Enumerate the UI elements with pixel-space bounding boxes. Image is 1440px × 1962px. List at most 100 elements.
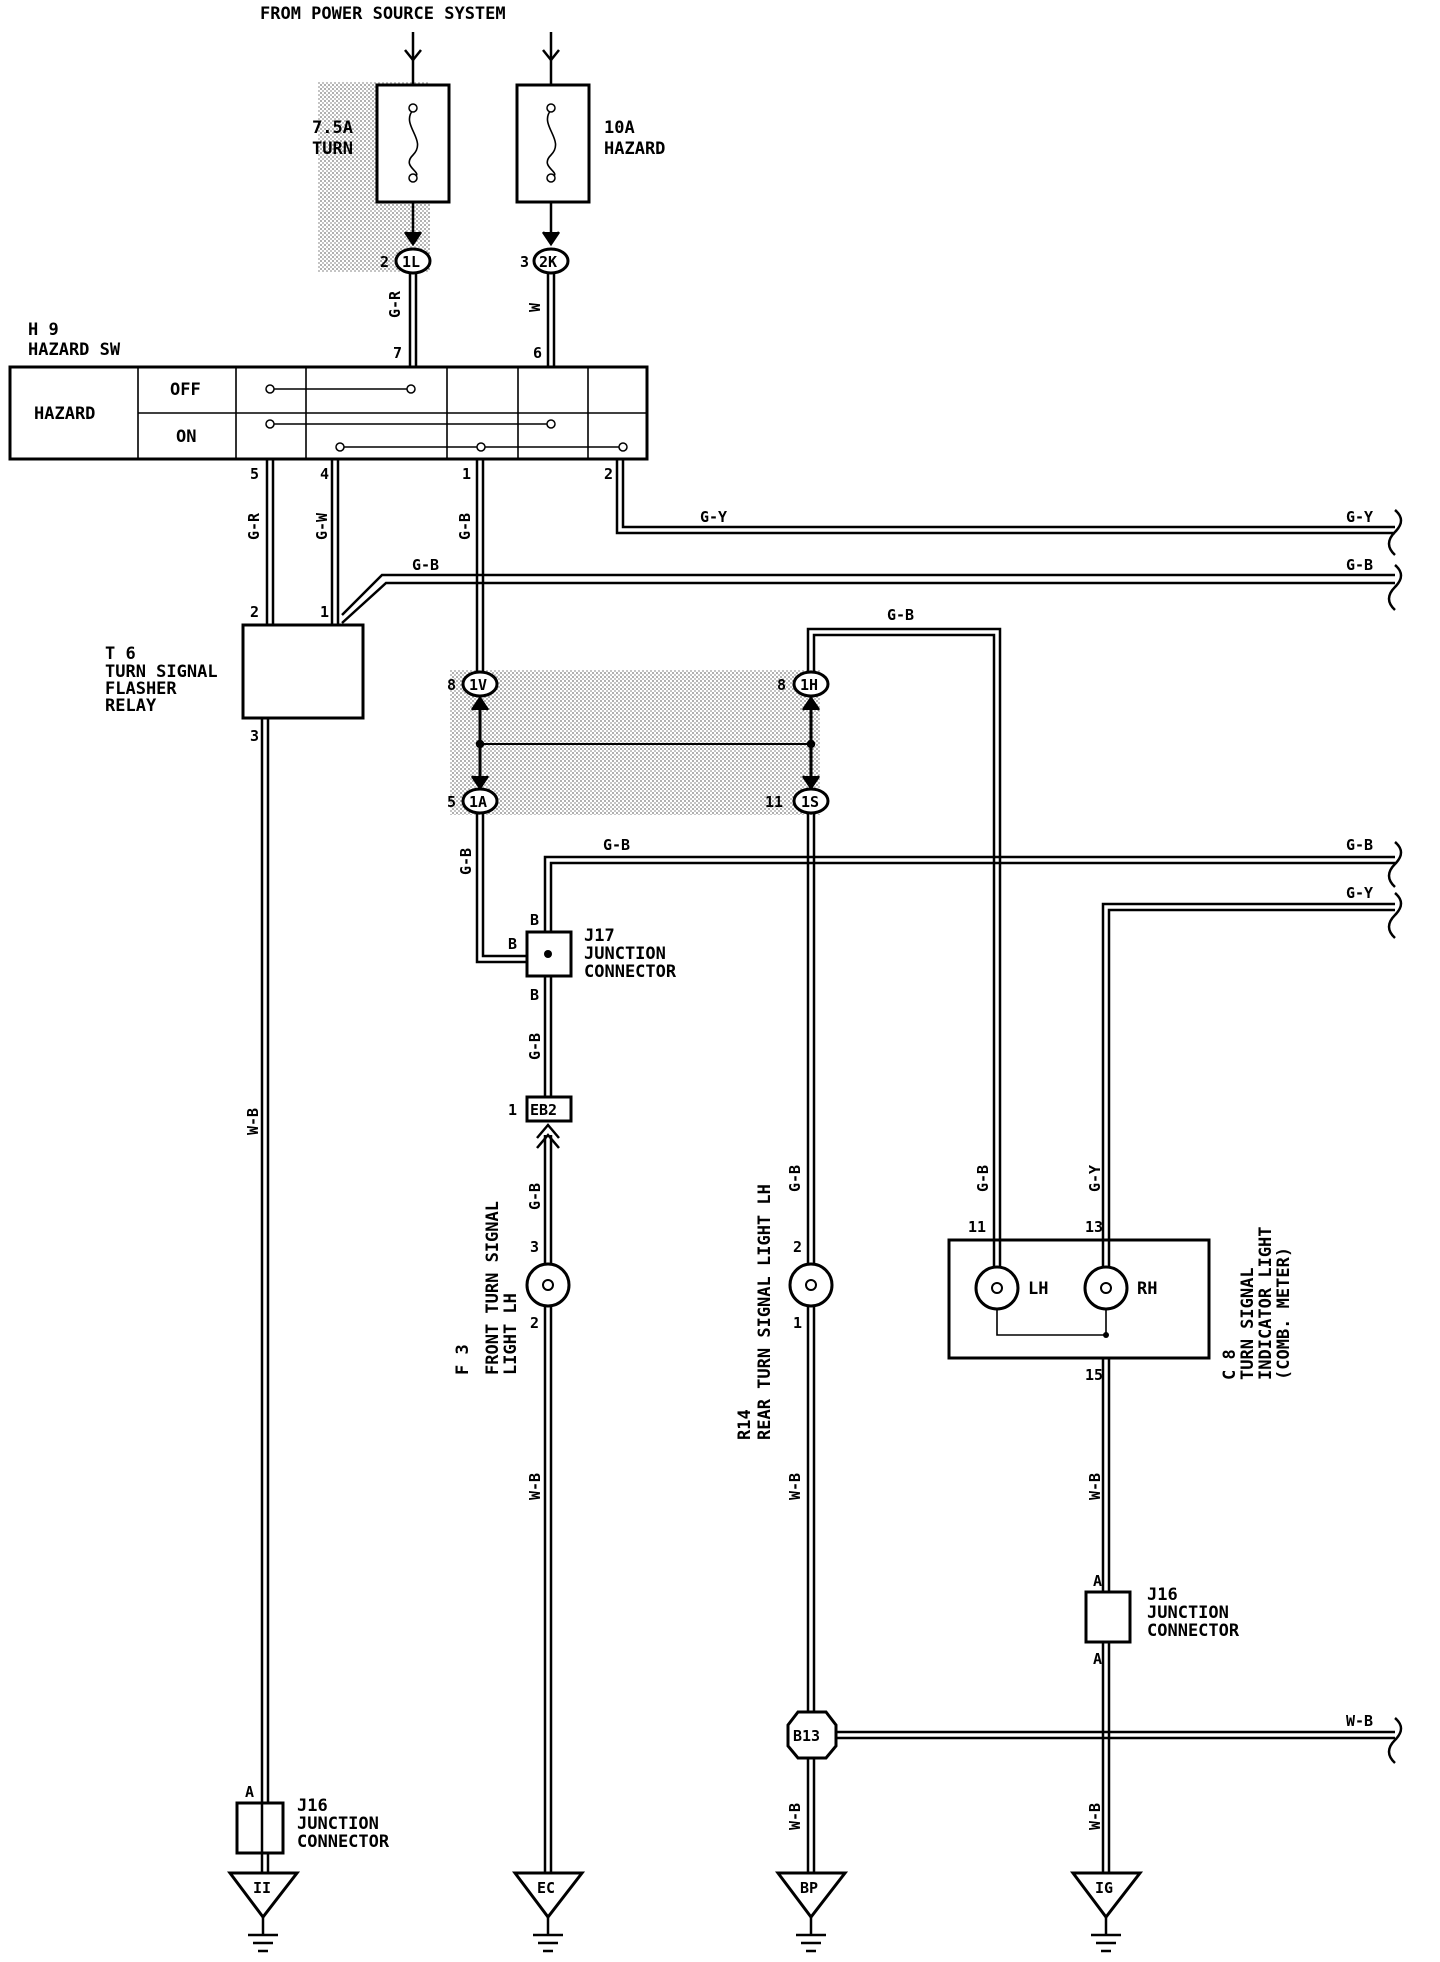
hazard-sw-pin-7: 7 xyxy=(393,344,402,362)
wire-j16l-ground xyxy=(260,1853,270,1873)
connector-1a-id: 1A xyxy=(469,793,487,811)
fuse-hazard: 10A HAZARD xyxy=(515,83,665,204)
connector-1h: 1H 8 xyxy=(777,670,830,698)
j17-pin-left: B xyxy=(508,935,517,953)
wire-w-b-b13-bus xyxy=(836,1717,1403,1764)
j17-line2: CONNECTOR xyxy=(584,962,677,982)
wire-label-g-b-bus: G-B xyxy=(603,836,630,854)
ground-ec: EC xyxy=(512,1871,586,1953)
j16l-id: J16 xyxy=(297,1796,328,1816)
wire-label-g-r-top: G-R xyxy=(386,290,404,318)
wire-g-b-branch xyxy=(341,564,1403,624)
ground-ec-label: EC xyxy=(537,1879,555,1897)
j16l-line2: CONNECTOR xyxy=(297,1832,390,1852)
relay-pin-1: 1 xyxy=(320,603,329,621)
relay-id: T 6 xyxy=(105,644,136,664)
wire-w-b-left xyxy=(260,718,270,1803)
front-light-pin-2: 2 xyxy=(530,1314,539,1332)
hazard-sw-off: OFF xyxy=(170,380,201,400)
rear-light-name: REAR TURN SIGNAL LIGHT LH xyxy=(755,1184,775,1440)
front-light-name-2: LIGHT LH xyxy=(501,1293,521,1375)
connector-2k-pin: 3 xyxy=(520,253,529,271)
wire-label-g-b-front: G-B xyxy=(526,1183,544,1210)
connector-eb2-id: EB2 xyxy=(530,1101,557,1119)
hazard-sw-pin-2: 2 xyxy=(604,465,613,483)
j17-pin-top: B xyxy=(530,911,539,929)
relay-pin-3: 3 xyxy=(250,727,259,745)
front-light-name-1: FRONT TURN SIGNAL xyxy=(483,1201,503,1375)
fuse-turn: 7.5A TURN xyxy=(312,83,451,204)
j16r-pin-top: A xyxy=(1093,1572,1102,1590)
relay-name-3: RELAY xyxy=(105,696,157,716)
fuse-turn-name: TURN xyxy=(312,139,353,159)
c8-pin-15: 15 xyxy=(1085,1366,1103,1384)
connector-2k-id: 2K xyxy=(539,253,557,271)
wire-label-w-b-c8: W-B xyxy=(1086,1473,1104,1500)
hazard-sw-on: ON xyxy=(176,427,196,447)
connector-1s: 1S 11 xyxy=(765,787,830,815)
hazard-sw-name: HAZARD SW xyxy=(28,340,121,360)
hazard-sw-pin-6: 6 xyxy=(533,344,542,362)
j16l-line1: JUNCTION xyxy=(297,1814,379,1834)
junction-j16-left: A J16 JUNCTION CONNECTOR xyxy=(235,1783,390,1855)
j17-line1: JUNCTION xyxy=(584,944,666,964)
wire-label-g-b-branch: G-B xyxy=(412,556,439,574)
j16r-line1: JUNCTION xyxy=(1147,1603,1229,1623)
ground-ii-label: II xyxy=(253,1879,271,1897)
connector-2k: 2K 3 xyxy=(520,247,570,275)
relay-pin-2: 2 xyxy=(250,603,259,621)
wire-g-y-top xyxy=(615,459,1403,556)
wire-label-w-b-rear-low: W-B xyxy=(786,1803,804,1830)
front-light-pin-3: 3 xyxy=(530,1238,539,1256)
hazard-sw-pin-4: 4 xyxy=(320,465,329,483)
wire-g-b-1a xyxy=(475,813,527,964)
hazard-sw-id: H 9 xyxy=(28,320,59,340)
splice-b13-id: B13 xyxy=(793,1727,820,1745)
c8-lamp-rh: RH xyxy=(1137,1279,1157,1299)
supply-arrows xyxy=(404,32,560,85)
j16r-pin-bottom: A xyxy=(1093,1650,1102,1668)
hazard-sw-pin-5: 5 xyxy=(250,465,259,483)
j16l-pin-top: A xyxy=(245,1783,254,1801)
wire-w-b-rear xyxy=(806,1306,816,1873)
connector-1s-id: 1S xyxy=(801,793,819,811)
wire-label-w-b-rear: W-B xyxy=(786,1473,804,1500)
connector-1s-pin: 11 xyxy=(765,793,783,811)
connector-1l-id: 1L xyxy=(402,253,420,271)
ground-ig: IG xyxy=(1070,1871,1144,1953)
ground-ii: II xyxy=(227,1871,301,1953)
wire-g-b-1h xyxy=(806,627,1002,1240)
fuse-turn-amp: 7.5A xyxy=(312,118,353,138)
ground-bp-label: BP xyxy=(800,1879,818,1897)
diagram-title: FROM POWER SOURCE SYSTEM xyxy=(260,4,506,24)
wire-label-w-b-c8-low: W-B xyxy=(1086,1803,1104,1830)
wire-g-b-bus xyxy=(543,841,1403,932)
ground-ig-label: IG xyxy=(1095,1879,1113,1897)
wire-g-b-front xyxy=(543,1135,553,1265)
wire-label-g-y-top-right: G-Y xyxy=(1346,508,1373,526)
wire-c8-to-meter xyxy=(992,1240,1111,1267)
wire-label-w-b-left: W-B xyxy=(244,1108,262,1135)
c8-pin-11: 11 xyxy=(968,1218,986,1236)
wire-g-w xyxy=(330,459,340,625)
shade-cowl-connectors xyxy=(450,670,820,815)
hazard-switch: H 9 HAZARD SW HAZARD OFF ON xyxy=(8,320,649,461)
rear-turn-signal-light: 2 1 R14 REAR TURN SIGNAL LIGHT LH xyxy=(735,1184,834,1440)
front-light-id: F 3 xyxy=(453,1344,473,1375)
wire-w-b-c8 xyxy=(1101,1358,1111,1873)
rear-light-pin-2: 2 xyxy=(793,1238,802,1256)
c8-name-1: TURN SIGNAL xyxy=(1238,1267,1258,1380)
wire-g-y-c8 xyxy=(1101,892,1403,1240)
wire-g-b-j17-eb2 xyxy=(543,976,553,1097)
wire-g-r xyxy=(265,459,275,625)
connector-1h-pin: 8 xyxy=(777,676,786,694)
wire-label-g-b-branch-right: G-B xyxy=(1346,556,1373,574)
wire-label-g-b-c8: G-B xyxy=(974,1165,992,1192)
wires-to-hazard-sw xyxy=(408,273,556,368)
wire-label-w-top: W xyxy=(526,302,544,312)
junction-j17: B B B J17 JUNCTION CONNECTOR xyxy=(508,911,677,1004)
wire-label-g-y-top: G-Y xyxy=(700,508,727,526)
wire-label-g-w: G-W xyxy=(313,512,331,540)
connector-eb2-pin: 1 xyxy=(508,1101,517,1119)
